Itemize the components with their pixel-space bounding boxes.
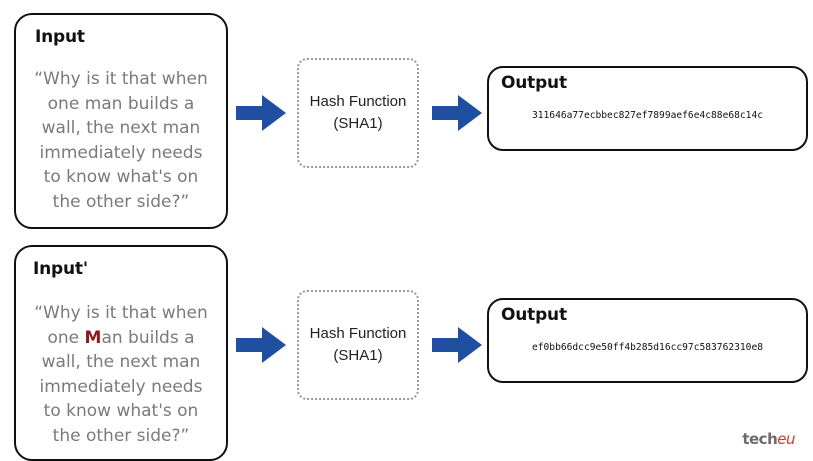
quote-text: one [47, 327, 85, 348]
quote-line: immediately needs [39, 142, 203, 163]
output-hash: ef0bb66dcc9e50ff4b285d16cc97c583762310e8 [531, 342, 764, 353]
techeu-logo: techeu [742, 430, 795, 448]
logo-accent: eu [777, 430, 795, 448]
right-arrow-icon [432, 95, 482, 131]
quote-line-modified: one Man builds a [16, 326, 226, 351]
input-box: Input “Why is it that when one man build… [14, 13, 228, 229]
hash-function-algo: (SHA1) [333, 115, 383, 132]
quote-line: to know what's on [43, 167, 199, 187]
quote-line: to know what's on [43, 401, 199, 421]
output-title: Output [501, 73, 567, 93]
hash-function-name: Hash Function [309, 325, 407, 342]
input-quote: “Why is it that when one man builds a wa… [16, 67, 226, 214]
input-title: Input [35, 27, 85, 47]
hash-function-name: Hash Function [309, 93, 407, 110]
right-arrow-icon [236, 95, 286, 131]
hash-function-label: Hash Function (SHA1) [310, 91, 407, 135]
quote-line: one man builds a [47, 93, 195, 114]
hash-function-box: Hash Function (SHA1) [297, 58, 419, 168]
hash-function-label: Hash Function (SHA1) [310, 323, 407, 367]
quote-line: “Why is it that when [34, 69, 208, 89]
quote-line: “Why is it that when [34, 303, 208, 323]
quote-line: immediately needs [39, 376, 203, 397]
input-prime-box: Input' “Why is it that when one Man buil… [14, 245, 228, 461]
quote-text: an builds a [101, 327, 195, 348]
input-prime-title: Input' [33, 259, 88, 279]
output-box: Output ef0bb66dcc9e50ff4b285d16cc97c5837… [487, 298, 808, 383]
output-title: Output [501, 305, 567, 325]
quote-line: wall, the next man [41, 118, 201, 138]
input-prime-quote: “Why is it that when one Man builds a wa… [16, 301, 226, 448]
logo-text: tech [742, 430, 778, 448]
changed-letter: M [84, 327, 102, 348]
right-arrow-icon [236, 327, 286, 363]
output-box: Output 311646a77ecbbec827ef7899aef6e4c88… [487, 66, 808, 151]
hash-function-box: Hash Function (SHA1) [297, 290, 419, 400]
quote-line: the other side?” [52, 425, 190, 446]
hash-function-algo: (SHA1) [333, 347, 383, 364]
right-arrow-icon [432, 327, 482, 363]
quote-line: the other side?” [52, 191, 190, 212]
quote-line: wall, the next man [41, 352, 201, 372]
output-hash: 311646a77ecbbec827ef7899aef6e4c88e68c14c [531, 110, 764, 121]
